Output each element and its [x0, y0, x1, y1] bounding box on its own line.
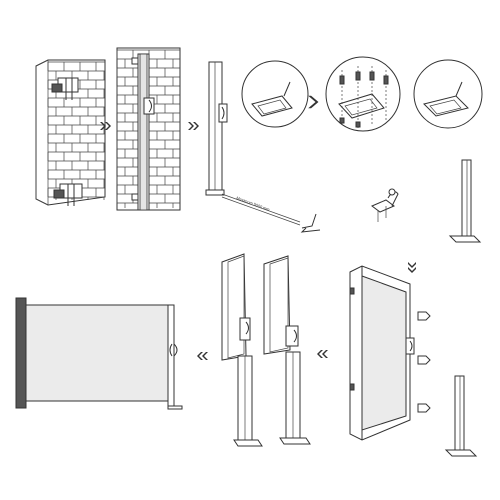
- double-chevron-left-icon: [197, 352, 208, 360]
- double-chevron-right-icon: [308, 95, 319, 109]
- step1-brick-wall: [35, 59, 106, 206]
- step2-wall-mounted-cassette: [116, 47, 181, 211]
- screw-install-detail: [371, 188, 399, 222]
- detail-circle-1: [241, 60, 309, 128]
- extended-awning: [15, 297, 183, 410]
- cassette-pulling-1: [221, 253, 263, 447]
- cassette-pulling-2: [263, 255, 311, 445]
- cassette-installed: [349, 265, 415, 441]
- double-chevron-right-icon: [188, 122, 199, 130]
- double-chevron-right-icon: [100, 122, 111, 130]
- pentagon-arrow-right-icon: [417, 311, 431, 413]
- detail-circle-3: [413, 59, 483, 129]
- double-chevron-left-icon: [317, 350, 328, 358]
- wall-bracket-bottom: [53, 183, 83, 206]
- double-chevron-down-icon: [408, 262, 416, 273]
- detail-circle-2: [325, 56, 401, 132]
- end-post: [444, 375, 478, 457]
- step3-cassette-distance: Maximum 5000 mm: [205, 61, 321, 233]
- wall-bracket-top: [51, 77, 79, 100]
- base-post: [448, 159, 482, 243]
- floor-hook: [300, 213, 321, 233]
